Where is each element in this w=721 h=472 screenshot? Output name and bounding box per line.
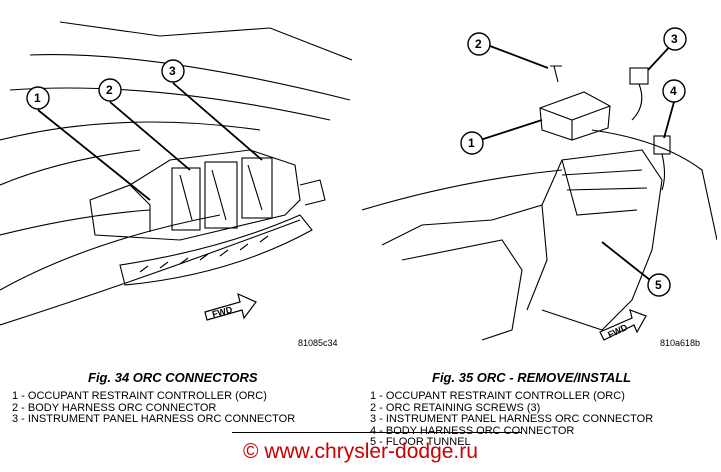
figure-code-right: 810a618b xyxy=(660,338,701,348)
orc-remove-install-drawing: FWD 2 3 1 4 5 xyxy=(362,27,717,341)
legend-item: 2 - ORC RETAINING SCREWS (3) xyxy=(370,401,541,414)
callout-3: 3 xyxy=(161,59,185,83)
callout-2: 2 xyxy=(98,78,122,102)
fwd-arrow-icon: FWD xyxy=(204,292,257,321)
orc-connectors-illustration: FWD 1 2 3 xyxy=(0,10,352,355)
legend-right: 1 - OCCUPANT RESTRAINT CONTROLLER (ORC) … xyxy=(370,390,654,449)
orc-connectors-drawing: FWD 1 2 3 xyxy=(0,21,352,326)
legend-item: 5 - FLOOR TUNNEL xyxy=(370,436,471,448)
svg-text:1: 1 xyxy=(468,136,475,150)
watermark: © www.chrysler-dodge.ru xyxy=(243,440,478,463)
legend-item: 3 - INSTRUMENT PANEL HARNESS ORC CONNECT… xyxy=(12,413,296,425)
callout-5: 5 xyxy=(647,273,671,297)
callout-1: 1 xyxy=(26,86,50,110)
divider xyxy=(232,432,521,433)
svg-text:3: 3 xyxy=(671,32,678,46)
legend-item: 2 - BODY HARNESS ORC CONNECTOR xyxy=(12,401,217,414)
callout-1: 1 xyxy=(460,131,484,155)
legend-item: 1 - OCCUPANT RESTRAINT CONTROLLER (ORC) xyxy=(12,390,267,402)
figure-code-left: 81085c34 xyxy=(298,338,338,348)
svg-text:5: 5 xyxy=(655,278,662,292)
legend-item: 3 - INSTRUMENT PANEL HARNESS ORC CONNECT… xyxy=(370,413,654,425)
callout-2: 2 xyxy=(467,32,491,56)
callout-4: 4 xyxy=(662,79,686,103)
legend-item: 1 - OCCUPANT RESTRAINT CONTROLLER (ORC) xyxy=(370,390,625,402)
svg-text:2: 2 xyxy=(106,83,113,97)
caption-left: Fig. 34 ORC CONNECTORS xyxy=(88,370,258,385)
fwd-label: FWD xyxy=(211,304,234,319)
legend-left: 1 - OCCUPANT RESTRAINT CONTROLLER (ORC) … xyxy=(12,390,296,426)
svg-text:3: 3 xyxy=(169,64,176,78)
svg-text:1: 1 xyxy=(34,91,41,105)
orc-remove-install-illustration: FWD 2 3 1 4 5 xyxy=(362,10,717,355)
legend-item: 4 - BODY HARNESS ORC CONNECTOR xyxy=(370,424,575,437)
svg-text:4: 4 xyxy=(670,84,677,98)
svg-text:2: 2 xyxy=(475,37,482,51)
callout-3: 3 xyxy=(663,27,687,51)
caption-right: Fig. 35 ORC - REMOVE/INSTALL xyxy=(432,370,632,385)
